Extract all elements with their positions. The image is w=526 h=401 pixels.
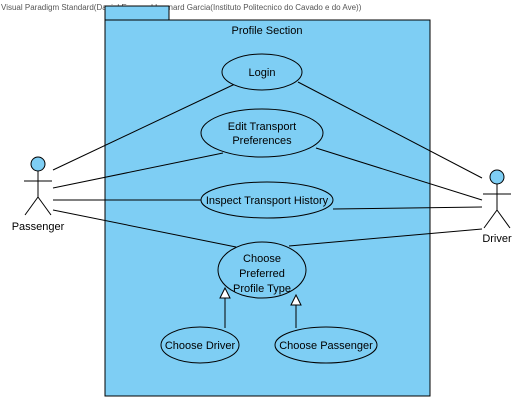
system-title: Profile Section [232, 25, 303, 37]
usecase-choose-type-label-line1: Choose [243, 253, 281, 265]
usecase-edit-ellipse [200, 108, 324, 158]
usecase-login-label: Login [249, 67, 276, 79]
usecase-inspect-transport-history[interactable]: Inspect Transport History [200, 181, 334, 219]
usecase-choose-type-ellipse [217, 241, 307, 299]
generalization-arrowhead-passenger [290, 293, 302, 306]
assoc-driver-login [297, 81, 483, 179]
actor-passenger-label: Passenger [12, 221, 65, 233]
watermark-text: Visual Paradigm Standard(Daniel Emanuel … [1, 3, 362, 12]
usecase-edit-label-line2: Preferences [232, 135, 292, 147]
usecase-choose-type-label-line3: Profile Type [233, 283, 291, 295]
usecase-login-ellipse [221, 53, 303, 91]
usecase-inspect-ellipse [200, 181, 334, 219]
usecase-choose-passenger-label: Choose Passenger [279, 340, 373, 352]
usecase-choose-passenger-ellipse [274, 326, 378, 364]
associations [52, 81, 483, 248]
usecase-choose-type-label-line2: Preferred [239, 268, 285, 280]
usecase-edit-transport-preferences[interactable]: Edit Transport Preferences [200, 108, 324, 158]
generalizations [219, 286, 302, 328]
assoc-passenger-edit [52, 152, 224, 189]
usecase-choose-preferred-profile-type[interactable]: Choose Preferred Profile Type [217, 241, 307, 299]
assoc-driver-choose [288, 228, 483, 247]
usecase-inspect-label: Inspect Transport History [206, 195, 329, 207]
actor-driver[interactable]: Driver [482, 169, 512, 245]
usecase-choose-passenger[interactable]: Choose Passenger [274, 326, 378, 364]
assoc-passenger-login [52, 83, 236, 171]
assoc-driver-inspect [332, 206, 483, 210]
generalization-arrowhead-driver [219, 286, 231, 299]
passenger-stick-figure-icon [24, 156, 52, 216]
actor-passenger[interactable]: Passenger [12, 156, 65, 233]
usecase-choose-driver-ellipse [160, 326, 240, 364]
usecase-login[interactable]: Login [221, 53, 303, 91]
actor-driver-label: Driver [482, 233, 512, 245]
system-tab [104, 5, 170, 21]
driver-stick-figure-icon [483, 169, 511, 229]
assoc-passenger-choose [52, 209, 237, 248]
usecase-choose-driver-label: Choose Driver [165, 340, 236, 352]
usecase-choose-driver[interactable]: Choose Driver [160, 326, 240, 364]
usecase-edit-label-line1: Edit Transport [228, 121, 296, 133]
assoc-driver-edit [315, 147, 483, 201]
